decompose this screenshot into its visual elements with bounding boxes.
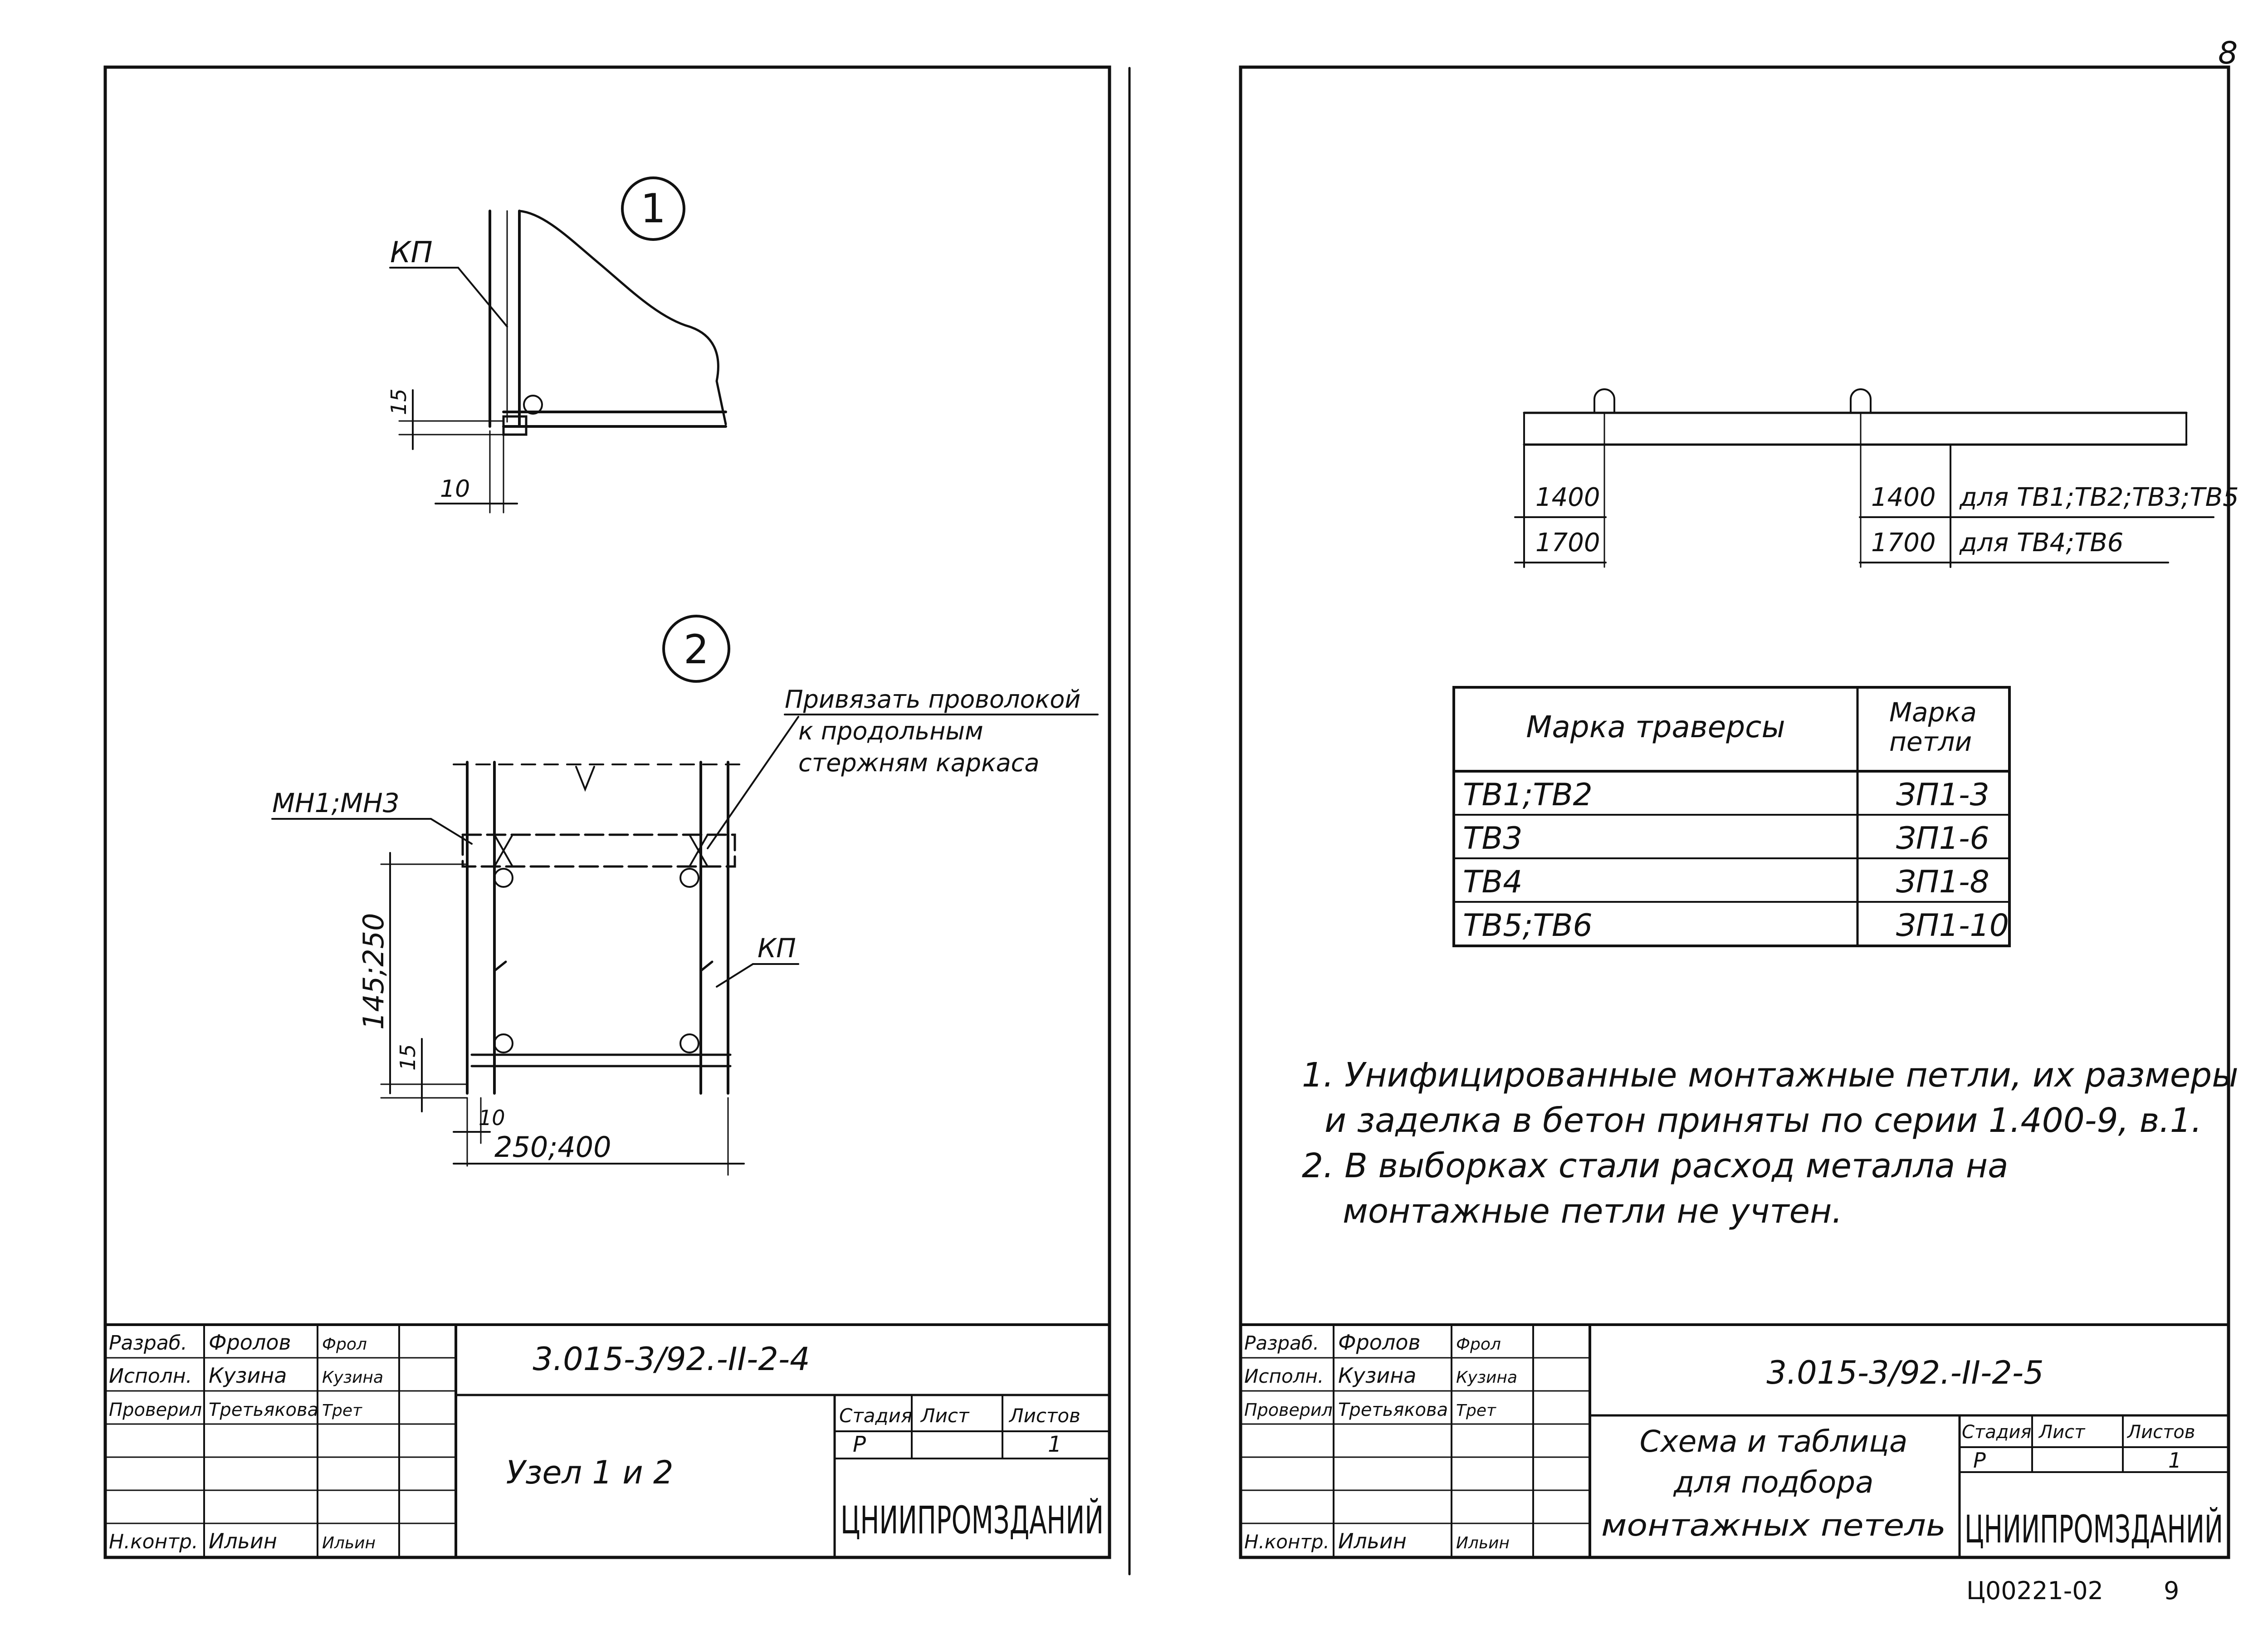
left-role-0: Разраб. (109, 1331, 187, 1355)
right-drawing-title-3: монтажных петель (1601, 1508, 1946, 1543)
left-sheet: 1 КП 15 10 2 Привязать проволокой (103, 65, 1131, 1576)
right-signature-0: Фрол (1456, 1335, 1501, 1354)
left-role-2: Проверил (109, 1400, 202, 1420)
note-line-2: и заделка в бетон приняты по серии 1.400… (1325, 1101, 2202, 1140)
right-stage-header: Стадия (1962, 1422, 2031, 1443)
beam-scheme: 1400 1700 1400 1700 для ТВ1;ТВ2;ТВ3;ТВ5 … (1514, 388, 2239, 568)
right-stage-value: Р (1973, 1448, 1986, 1473)
right-sheet: 8 1400 1700 1400 1700 для ТВ1;ТВ2;ТВ3;ТВ… (1239, 35, 2239, 1605)
right-sheets-value: 1 (2168, 1448, 2181, 1473)
beam-label-2: для ТВ4;ТВ6 (1959, 528, 2123, 558)
page-corner-number: 8 (2218, 35, 2238, 71)
right-role-1: Исполн. (1244, 1365, 1324, 1387)
right-role-0: Разраб. (1244, 1332, 1319, 1354)
table-header-loop-2: петли (1889, 726, 1972, 757)
right-name-6: Ильин (1338, 1529, 1407, 1553)
right-organization: ЦНИИПРОМЗДАНИЙ (1965, 1507, 2223, 1552)
left-drawing-title: Узел 1 и 2 (506, 1454, 673, 1491)
note-line-3: 2. В выборках стали расход металла на (1302, 1146, 2009, 1185)
right-drawing-title-1: Схема и таблица (1640, 1424, 1908, 1459)
table-row-1-mark: ТВ3 (1463, 821, 1522, 857)
right-name-1: Кузина (1338, 1363, 1417, 1388)
left-name-2: Третьякова (209, 1400, 318, 1420)
left-sheets-value: 1 (1048, 1432, 1062, 1457)
node-2-note-line1: Привязать проволокой (785, 685, 1080, 714)
left-name-6: Ильин (209, 1529, 277, 1553)
node-2-kp-callout: КП (758, 933, 796, 964)
node-2-drawing: 2 Привязать проволокой к продольным стер… (271, 615, 1099, 1176)
left-role-6: Н.контр. (109, 1530, 198, 1553)
left-drawing-code: 3.015-3/92.-II-2-4 (533, 1341, 810, 1378)
right-sheet-frame (1239, 65, 2230, 1559)
node-2-note-line3: стержням каркаса (798, 749, 1039, 777)
node-2-dim-spacing: 145;250 (357, 913, 390, 1030)
table-row-1-loop: ЗП1-6 (1896, 821, 1989, 857)
left-signature-2: Трет (322, 1401, 362, 1420)
note-line-4: монтажные петли не учтен. (1343, 1192, 1843, 1231)
right-drawing-title-2: для подбора (1673, 1465, 1873, 1500)
left-stage-value: Р (853, 1432, 866, 1457)
right-signature-6: Ильин (1456, 1534, 1510, 1552)
table-row-0-mark: ТВ1;ТВ2 (1463, 777, 1593, 813)
left-signature-1: Кузина (322, 1368, 383, 1387)
beam-dim-left-1700: 1700 (1535, 528, 1600, 558)
table-row-3-loop: ЗП1-10 (1896, 908, 2009, 944)
node-1-circle (621, 176, 685, 241)
beam-dim-right-1400: 1400 (1871, 483, 1936, 512)
node-1-drawing: 1 КП 15 10 (386, 176, 727, 514)
page-number: 9 (2164, 1576, 2179, 1605)
node-1-dim-15: 15 (386, 388, 411, 415)
right-role-6: Н.контр. (1244, 1531, 1330, 1553)
node-2-label: 2 (684, 626, 709, 673)
right-role-2: Проверил (1244, 1400, 1333, 1420)
left-sheets-header: Листов (1008, 1405, 1080, 1427)
left-sheet-frame (103, 65, 1111, 1559)
table-header-loop-1: Марка (1889, 697, 1977, 728)
table-row-0-loop: ЗП1-3 (1896, 777, 1989, 813)
beam-dim-left-1400: 1400 (1535, 483, 1600, 512)
beam-label-1: для ТВ1;ТВ2;ТВ3;ТВ5 (1959, 483, 2239, 512)
node-2-dim-15: 15 (396, 1044, 420, 1071)
beam-dim-right-1700: 1700 (1871, 528, 1936, 558)
right-name-2: Третьякова (1338, 1400, 1448, 1420)
left-organization: ЦНИИПРОМЗДАНИЙ (841, 1498, 1104, 1542)
table-header-mark: Марка траверсы (1526, 710, 1785, 744)
right-name-0: Фролов (1338, 1330, 1421, 1355)
right-title-block: Разраб. Исполн. Проверил Н.контр. Фролов… (1239, 1323, 2230, 1559)
left-sheet-header: Лист (920, 1405, 970, 1427)
table-row-2-loop: ЗП1-8 (1896, 864, 1989, 900)
right-sheets-header: Листов (2126, 1422, 2195, 1443)
left-signature-6: Ильин (322, 1534, 376, 1552)
node-2-dim-10: 10 (479, 1106, 505, 1130)
left-signature-0: Фрол (322, 1335, 367, 1354)
table-row-2-mark: ТВ4 (1463, 864, 1522, 900)
notes: 1. Унифицированные монтажные петли, их р… (1302, 1056, 2239, 1231)
node-2-dim-width: 250;400 (494, 1131, 611, 1164)
left-stage-header: Стадия (839, 1405, 912, 1427)
traverse-loop-table: Марка траверсы Марка петли ТВ1;ТВ2 ЗП1-3… (1452, 686, 2011, 947)
left-title-block: Разраб. Исполн. Проверил Н.контр. Фролов… (104, 1323, 1111, 1559)
node-1-label: 1 (640, 185, 666, 232)
node-1-kp-callout: КП (390, 236, 433, 269)
archive-number: Ц00221-02 (1966, 1576, 2103, 1605)
right-signature-1: Кузина (1456, 1368, 1517, 1387)
left-role-1: Исполн. (109, 1365, 192, 1388)
node-2-mesh-callout: МН1;МН3 (272, 788, 400, 818)
right-drawing-code: 3.015-3/92.-II-2-5 (1766, 1354, 2043, 1391)
note-line-1: 1. Унифицированные монтажные петли, их р… (1302, 1056, 2239, 1095)
left-name-0: Фролов (209, 1330, 291, 1355)
left-name-1: Кузина (209, 1363, 287, 1388)
node-1-dim-10: 10 (440, 475, 470, 503)
node-2-circle (662, 615, 730, 683)
right-sheet-header: Лист (2038, 1422, 2086, 1443)
table-row-3-mark: ТВ5;ТВ6 (1463, 908, 1593, 944)
node-2-note-line2: к продольным (798, 717, 983, 745)
right-signature-2: Трет (1456, 1401, 1496, 1420)
